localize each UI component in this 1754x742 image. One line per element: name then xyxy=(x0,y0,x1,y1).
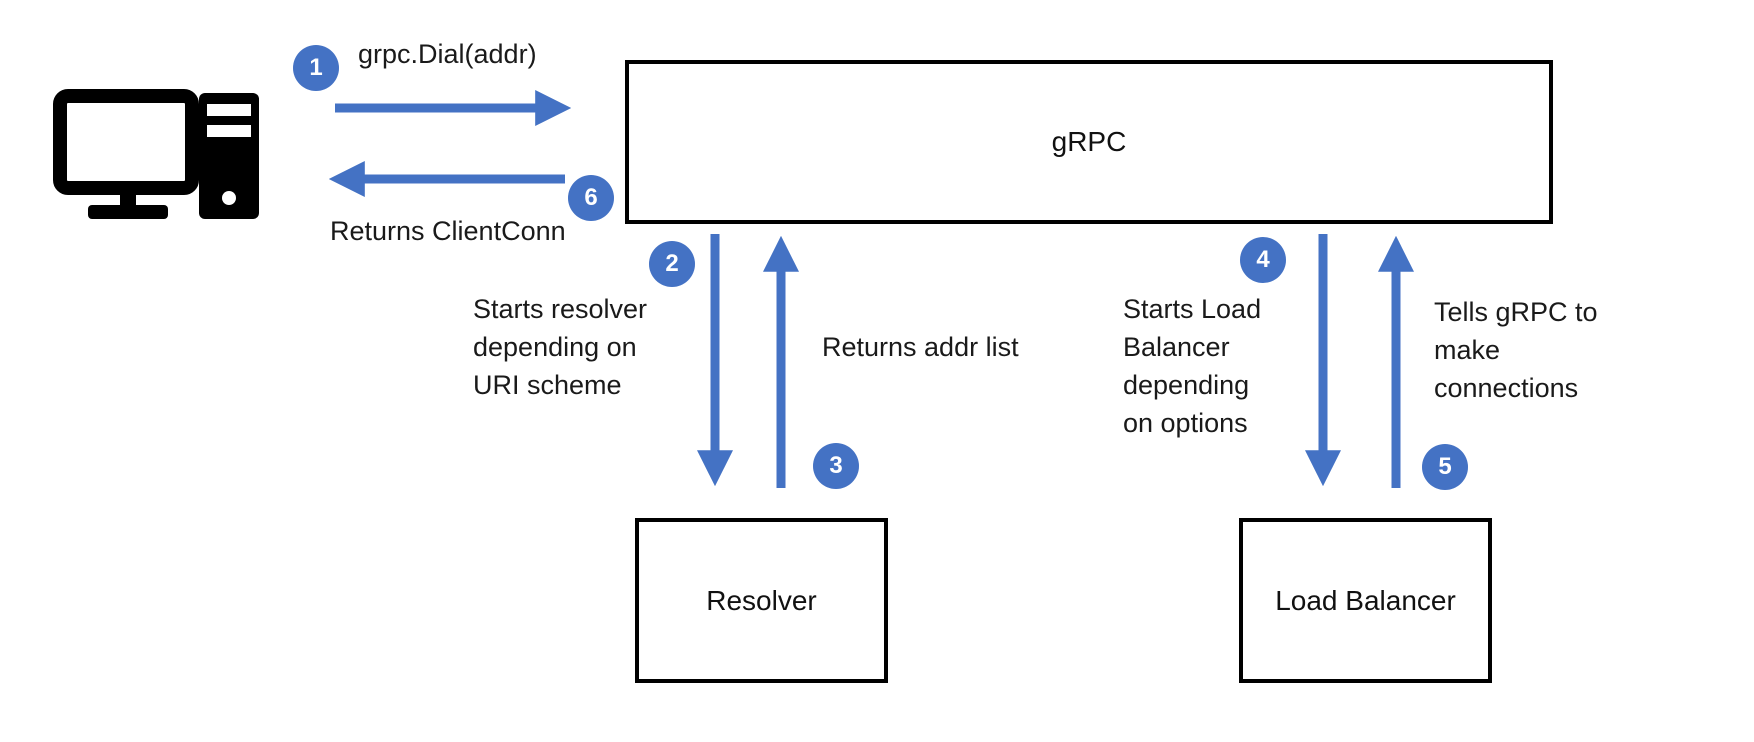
grpc-box: gRPC xyxy=(625,60,1553,224)
step-3-label: Returns addr list xyxy=(822,332,1019,362)
step-4-label: Starts Load Balancer depending on option… xyxy=(1123,294,1262,438)
step-badge-4: 4 xyxy=(1240,237,1286,283)
load-balancer-box: Load Balancer xyxy=(1239,518,1492,683)
step-1-label: grpc.Dial(addr) xyxy=(358,39,537,69)
desktop-computer-icon xyxy=(53,89,259,219)
step-2-label: Starts resolver depending on URI scheme xyxy=(473,294,648,400)
step-badge-3: 3 xyxy=(813,443,859,489)
step-5-label: Tells gRPC to make connections xyxy=(1434,297,1598,403)
step-badge-5: 5 xyxy=(1422,444,1468,490)
step-badge-1: 1 xyxy=(293,45,339,91)
grpc-box-label: gRPC xyxy=(1051,126,1127,157)
step-badge-2: 2 xyxy=(649,241,695,287)
step-6-label: Returns ClientConn xyxy=(330,216,566,246)
load-balancer-box-label: Load Balancer xyxy=(1275,584,1456,616)
resolver-box: Resolver xyxy=(635,518,888,683)
resolver-box-label: Resolver xyxy=(706,584,817,616)
step-badge-6: 6 xyxy=(568,175,614,221)
